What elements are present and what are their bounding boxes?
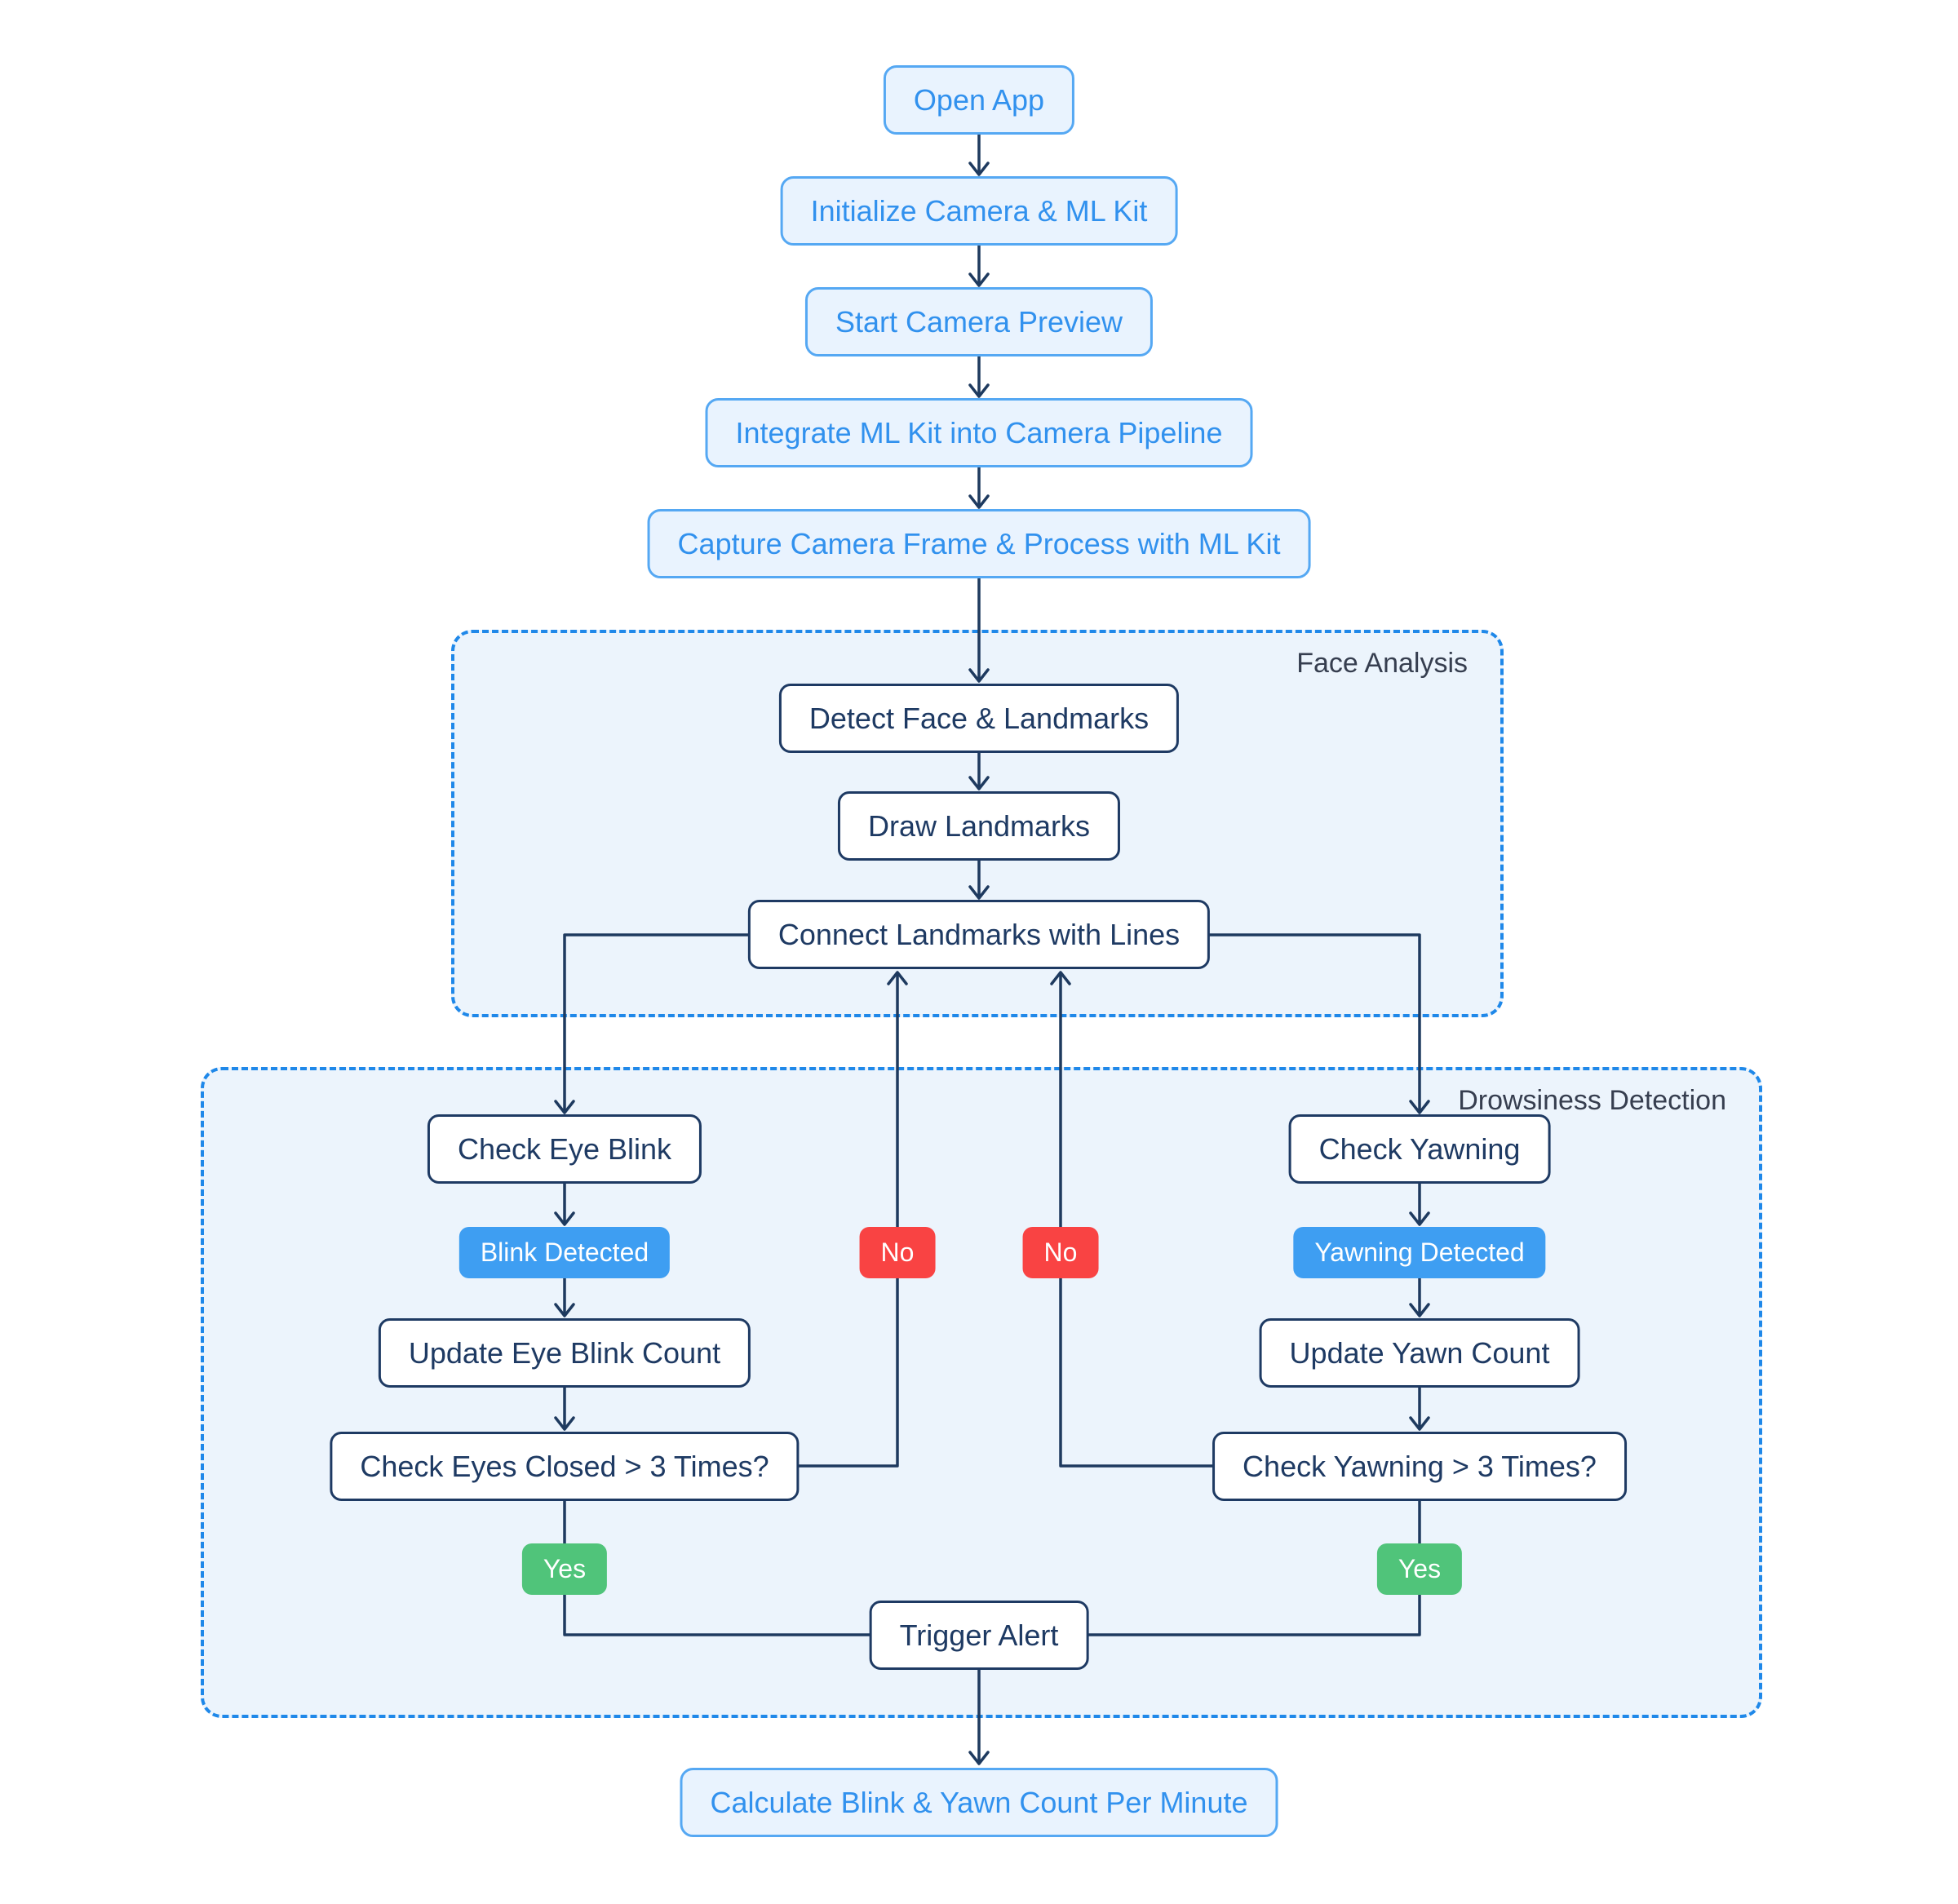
badge-yes-left: Yes <box>521 1543 608 1595</box>
node-check-yawning: Check Yawning <box>1288 1114 1551 1184</box>
node-update-yawn-count: Update Yawn Count <box>1259 1318 1580 1388</box>
badge-no-right: No <box>1022 1227 1099 1278</box>
node-integrate-ml-kit: Integrate ML Kit into Camera Pipeline <box>705 398 1253 467</box>
node-calculate-counts: Calculate Blink & Yawn Count Per Minute <box>680 1768 1278 1837</box>
node-open-app: Open App <box>883 65 1075 135</box>
badge-yawning-detected: Yawning Detected <box>1293 1227 1546 1278</box>
node-initialize-camera: Initialize Camera & ML Kit <box>780 176 1178 246</box>
left-column-wires <box>554 1182 940 1636</box>
node-detect-face-landmarks: Detect Face & Landmarks <box>778 684 1180 753</box>
node-draw-landmarks: Draw Landmarks <box>837 791 1121 861</box>
badge-yes-right: Yes <box>1376 1543 1463 1595</box>
main-chain-wires <box>968 133 990 900</box>
node-check-eyes-closed: Check Eyes Closed > 3 Times? <box>330 1432 800 1501</box>
node-check-yawning-times: Check Yawning > 3 Times? <box>1212 1432 1627 1501</box>
node-update-eye-blink-count: Update Eye Blink Count <box>378 1318 751 1388</box>
alert-output-wire <box>968 1667 990 1765</box>
node-check-eye-blink: Check Eye Blink <box>427 1114 702 1184</box>
node-capture-frame: Capture Camera Frame & Process with ML K… <box>647 509 1311 578</box>
drowsiness-detection-label: Drowsiness Detection <box>1458 1085 1726 1116</box>
badge-blink-detected: Blink Detected <box>458 1227 671 1278</box>
node-start-camera-preview: Start Camera Preview <box>804 287 1154 356</box>
badge-no-left: No <box>859 1227 936 1278</box>
node-trigger-alert: Trigger Alert <box>869 1601 1089 1670</box>
right-column-wires <box>1051 1182 1430 1636</box>
node-connect-landmarks: Connect Landmarks with Lines <box>747 900 1211 969</box>
no-return-wires <box>733 971 1242 1468</box>
face-analysis-label: Face Analysis <box>1296 648 1468 679</box>
branch-wires <box>554 933 1430 1114</box>
